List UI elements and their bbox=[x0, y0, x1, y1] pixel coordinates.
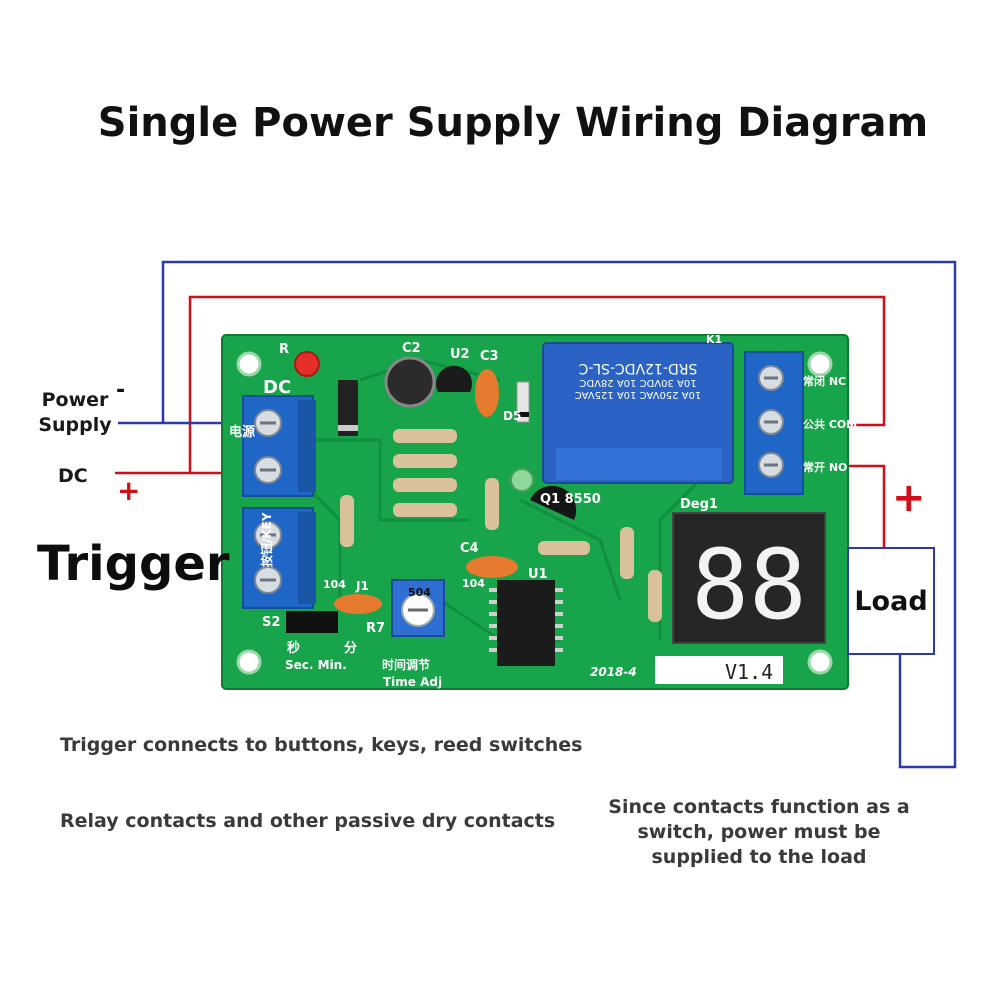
pcb-key-label: 按钮/KEY bbox=[259, 512, 274, 567]
relay bbox=[542, 342, 734, 484]
power-minus-sign: - bbox=[116, 378, 126, 403]
capacitor-c2 bbox=[384, 356, 436, 408]
pcb-c2-label: C2 bbox=[402, 341, 421, 356]
relay-rating-2: 10A 30VDC 10A 28VDC bbox=[579, 377, 696, 388]
dc-label: DC bbox=[58, 465, 88, 487]
pcb-deg-label: Deg1 bbox=[680, 497, 718, 512]
power-supply-label: Power Supply bbox=[38, 389, 112, 436]
note-load-power: Since contacts function as a switch, pow… bbox=[608, 796, 910, 868]
pcb-r-label: R bbox=[279, 342, 289, 357]
resistor-array bbox=[340, 429, 662, 622]
pcb-min-cn: 分 bbox=[344, 640, 357, 656]
pcb-time-adj: Time Adj bbox=[383, 675, 442, 689]
pcb-time-adj-cn: 时间调节 bbox=[382, 657, 430, 672]
note-dry-contacts: Relay contacts and other passive dry con… bbox=[60, 810, 556, 832]
seven-segment-display bbox=[672, 512, 826, 644]
dc-plus-sign: + bbox=[117, 474, 141, 507]
load-label: Load bbox=[854, 585, 928, 617]
load-box: Load bbox=[847, 547, 935, 655]
capacitor-104 bbox=[334, 594, 382, 614]
trigger-label: Trigger bbox=[37, 536, 230, 592]
pcb-r7-label: R7 bbox=[366, 621, 385, 636]
key-terminal-block bbox=[242, 507, 316, 609]
led-red bbox=[294, 351, 320, 377]
pcb-com: 公共 COM bbox=[803, 417, 857, 431]
red-wire-top bbox=[188, 295, 886, 473]
pcb-relay-ref: K1 bbox=[706, 333, 722, 346]
pcb-u2-label: U2 bbox=[450, 347, 470, 362]
relay-terminal-block bbox=[744, 351, 804, 495]
pcb-q1-label: Q1 8550 bbox=[540, 492, 601, 507]
diode-d5 bbox=[516, 381, 530, 423]
capacitor-c3 bbox=[475, 369, 499, 417]
transistor-q1 bbox=[530, 485, 577, 520]
pcb-104-a: 104 bbox=[323, 578, 346, 591]
display-digits: 88 bbox=[691, 529, 807, 641]
capacitor-c4 bbox=[466, 556, 518, 578]
relay-rating-1: 10A 250VAC 10A 125VAC bbox=[575, 389, 702, 400]
diode bbox=[338, 380, 358, 436]
pcb-nc: 常闭 NC bbox=[803, 374, 846, 388]
pcb-power-cn: 电源 bbox=[229, 424, 255, 440]
regulator-u2 bbox=[435, 365, 473, 392]
ic-u1 bbox=[489, 580, 563, 666]
pcb-d5-label: D5 bbox=[503, 409, 521, 423]
pcb-sec-cn: 秒 bbox=[287, 640, 300, 656]
page-title: Single Power Supply Wiring Diagram bbox=[97, 100, 929, 146]
pcb-version: V1.4 bbox=[725, 660, 773, 684]
potentiometer bbox=[391, 579, 445, 637]
pcb-date: 2018-4 bbox=[590, 665, 637, 679]
pcb-c4-label: C4 bbox=[460, 541, 479, 556]
blue-wire-top bbox=[161, 260, 957, 769]
version-box bbox=[655, 656, 783, 684]
pcb-no: 常开 NO bbox=[803, 460, 847, 474]
note-trigger: Trigger connects to buttons, keys, reed … bbox=[60, 734, 583, 756]
relay-model: SRD-12VDC-SL-C bbox=[578, 360, 697, 376]
pcb-sec-min: Sec. Min. bbox=[285, 658, 347, 672]
pcb-104-b: 104 bbox=[462, 577, 485, 590]
pcb-u1-label: U1 bbox=[528, 567, 548, 582]
pcb-s2-label: S2 bbox=[262, 615, 280, 630]
pcb-dc-label: DC bbox=[263, 377, 291, 398]
jumper-s2 bbox=[286, 611, 338, 633]
pot-value: 504 bbox=[408, 586, 431, 599]
pcb-c3-label: C3 bbox=[480, 349, 499, 364]
load-plus-sign: + bbox=[892, 475, 926, 521]
led-green bbox=[510, 468, 534, 492]
pcb-j1-label: J1 bbox=[355, 579, 369, 593]
dc-terminal-block bbox=[242, 395, 316, 497]
